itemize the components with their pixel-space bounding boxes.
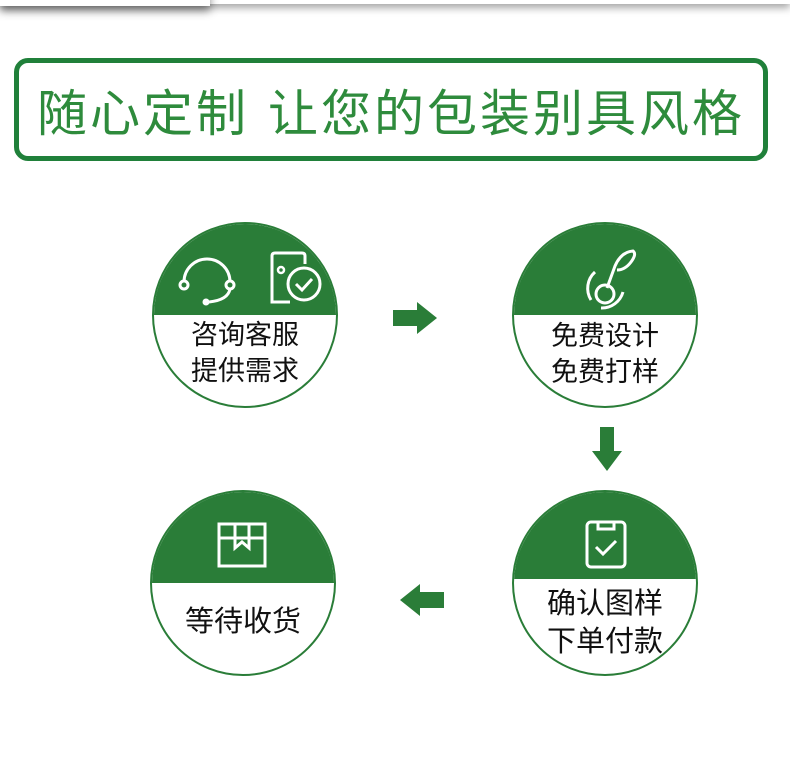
banner-title: 随心定制 让您的包装别具风格 (37, 84, 745, 143)
step-label-line1: 确认图样 (546, 586, 663, 620)
step-consult: 咨询客服 提供需求 (152, 222, 338, 408)
arrow-down-icon (592, 427, 622, 471)
step-label-line2: 免费打样 (551, 357, 659, 388)
step-receive: 等待收货 (150, 490, 336, 676)
step-top-band (514, 492, 696, 580)
top-shadow-left (0, 0, 210, 6)
banner: 随心定制 让您的包装别具风格 (14, 58, 768, 161)
step-label-line2: 下单付款 (546, 624, 663, 658)
headset-icon (178, 257, 236, 306)
step-confirm: 确认图样 下单付款 (512, 490, 698, 676)
design-pen-icon (586, 249, 637, 310)
top-shadow (0, 0, 790, 4)
step-top-band (514, 224, 696, 315)
step-label-line1: 免费设计 (551, 321, 659, 352)
clipboard-check-icon (585, 520, 627, 569)
step-design: 免费设计 免费打样 (512, 222, 698, 408)
step-label-line2: 提供需求 (191, 356, 299, 387)
arrow-right-icon (393, 302, 437, 334)
package-box-icon (217, 522, 267, 568)
chat-check-icon (270, 251, 322, 304)
step-label-line1: 等待收货 (184, 604, 301, 638)
step-label-line1: 咨询客服 (191, 320, 299, 351)
arrow-left-icon (400, 584, 444, 616)
